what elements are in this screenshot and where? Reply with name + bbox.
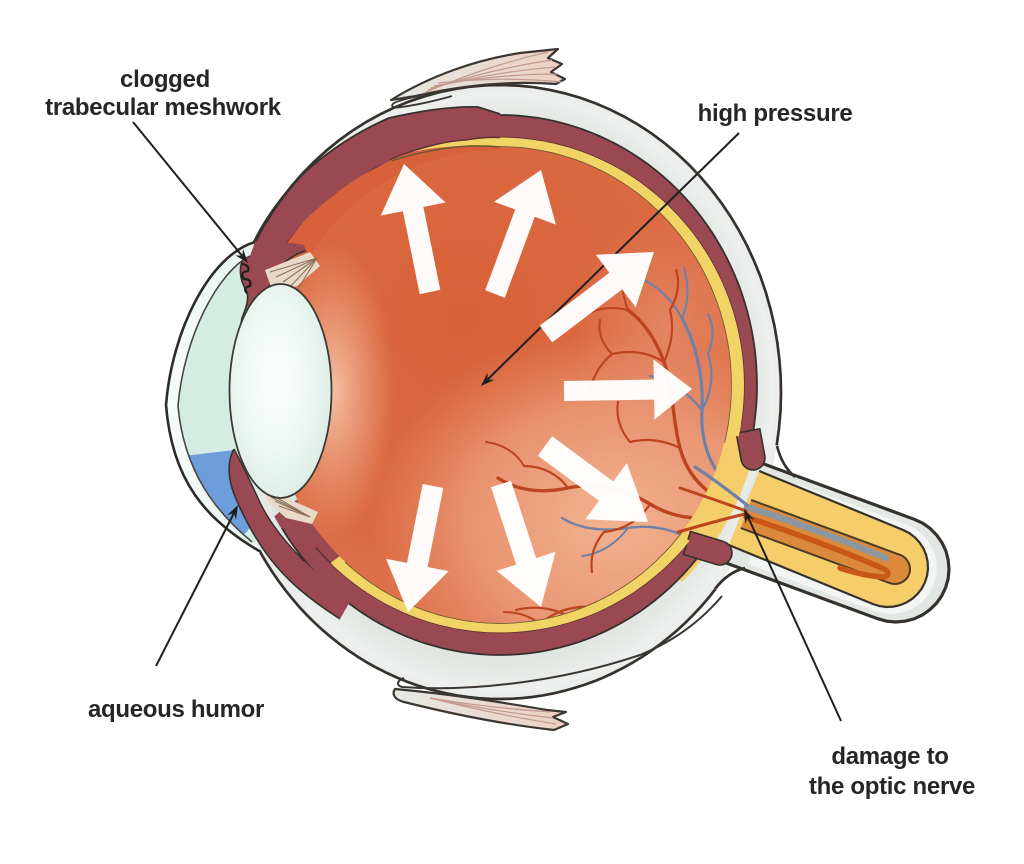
- svg-text:the optic nerve: the optic nerve: [809, 773, 975, 800]
- svg-text:trabecular meshwork: trabecular meshwork: [45, 94, 282, 121]
- svg-text:high pressure: high pressure: [698, 100, 853, 127]
- svg-text:damage to: damage to: [831, 743, 948, 770]
- svg-text:aqueous humor: aqueous humor: [88, 696, 264, 723]
- svg-text:clogged: clogged: [120, 66, 210, 93]
